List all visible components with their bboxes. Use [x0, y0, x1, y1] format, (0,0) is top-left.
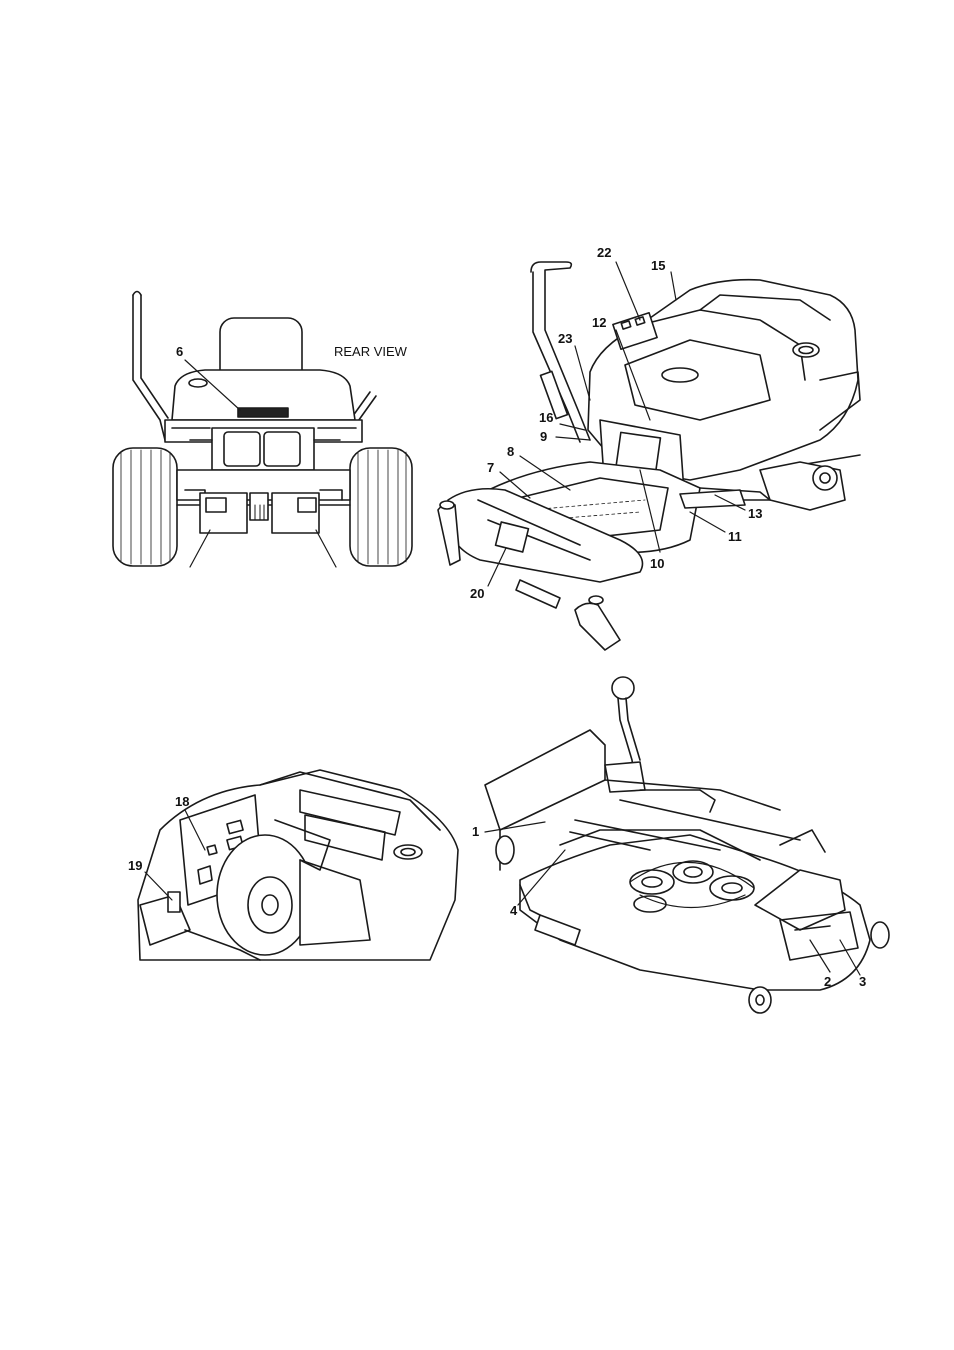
callout-12: 12: [592, 315, 606, 330]
callout-2: 2: [824, 974, 831, 989]
main-isometric-illustration: [438, 262, 860, 650]
callout-4: 4: [510, 903, 518, 918]
callout-7: 7: [487, 460, 494, 475]
callout-8: 8: [507, 444, 514, 459]
mower-deck-illustration: [485, 677, 889, 1013]
callout-3: 3: [859, 974, 866, 989]
rear-view-illustration: [113, 292, 412, 568]
callout-18: 18: [175, 794, 189, 809]
callout-22: 22: [597, 245, 611, 260]
callout-19: 19: [128, 858, 142, 873]
callout-23: 23: [558, 331, 572, 346]
callout-13: 13: [748, 506, 762, 521]
callout-11: 11: [728, 529, 742, 544]
callout-15: 15: [651, 258, 665, 273]
callout-9: 9: [540, 429, 547, 444]
callout-1: 1: [472, 824, 479, 839]
callout-6: 6: [176, 344, 183, 359]
callout-10: 10: [650, 556, 664, 571]
callout-16: 16: [539, 410, 553, 425]
rear-view-label: REAR VIEW: [334, 344, 408, 359]
callout-20: 20: [470, 586, 484, 601]
